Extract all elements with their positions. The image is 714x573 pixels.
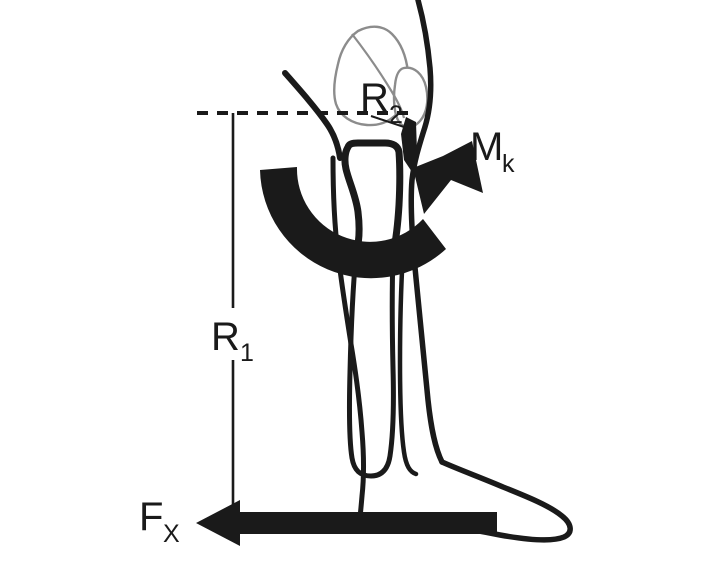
moment-arc-band [260, 167, 446, 279]
Mk-knee-moment-arrow [260, 141, 483, 279]
label-force-x-subscript: X [163, 520, 180, 548]
Fx-arrowhead [196, 500, 240, 546]
tibia-shaft-outline [346, 251, 396, 479]
moment-arrowhead [413, 141, 483, 214]
label-moment-knee-symbol: M [470, 125, 503, 169]
label-moment-knee-subscript: k [502, 150, 515, 178]
label-force-x: F X [139, 495, 180, 548]
label-lever-arm-2-subscript: 2 [389, 101, 403, 129]
Fx-ground-reaction-arrow [196, 500, 497, 546]
posterior-thigh-skin-contour [282, 70, 343, 161]
label-lever-arm-2-symbol: R [360, 76, 389, 120]
patellar-tendon-wedge [401, 117, 417, 172]
label-force-x-symbol: F [139, 495, 163, 539]
fibula-shaft-outline [397, 249, 419, 477]
R2-leader-line [370, 115, 414, 131]
label-lever-arm-1: R 1 [211, 315, 254, 367]
label-lever-arm-1-symbol: R [211, 315, 240, 359]
anterior-leg-skin-contour [408, 0, 445, 465]
label-moment-knee: M k [470, 125, 515, 178]
Fx-arrow-shaft [233, 512, 497, 534]
femur-intercondylar-line [351, 33, 406, 119]
label-lever-arm-1-subscript: 1 [240, 339, 254, 367]
label-lever-arm-2: R 2 [360, 76, 403, 129]
tibial-plateau-outline [341, 139, 404, 258]
